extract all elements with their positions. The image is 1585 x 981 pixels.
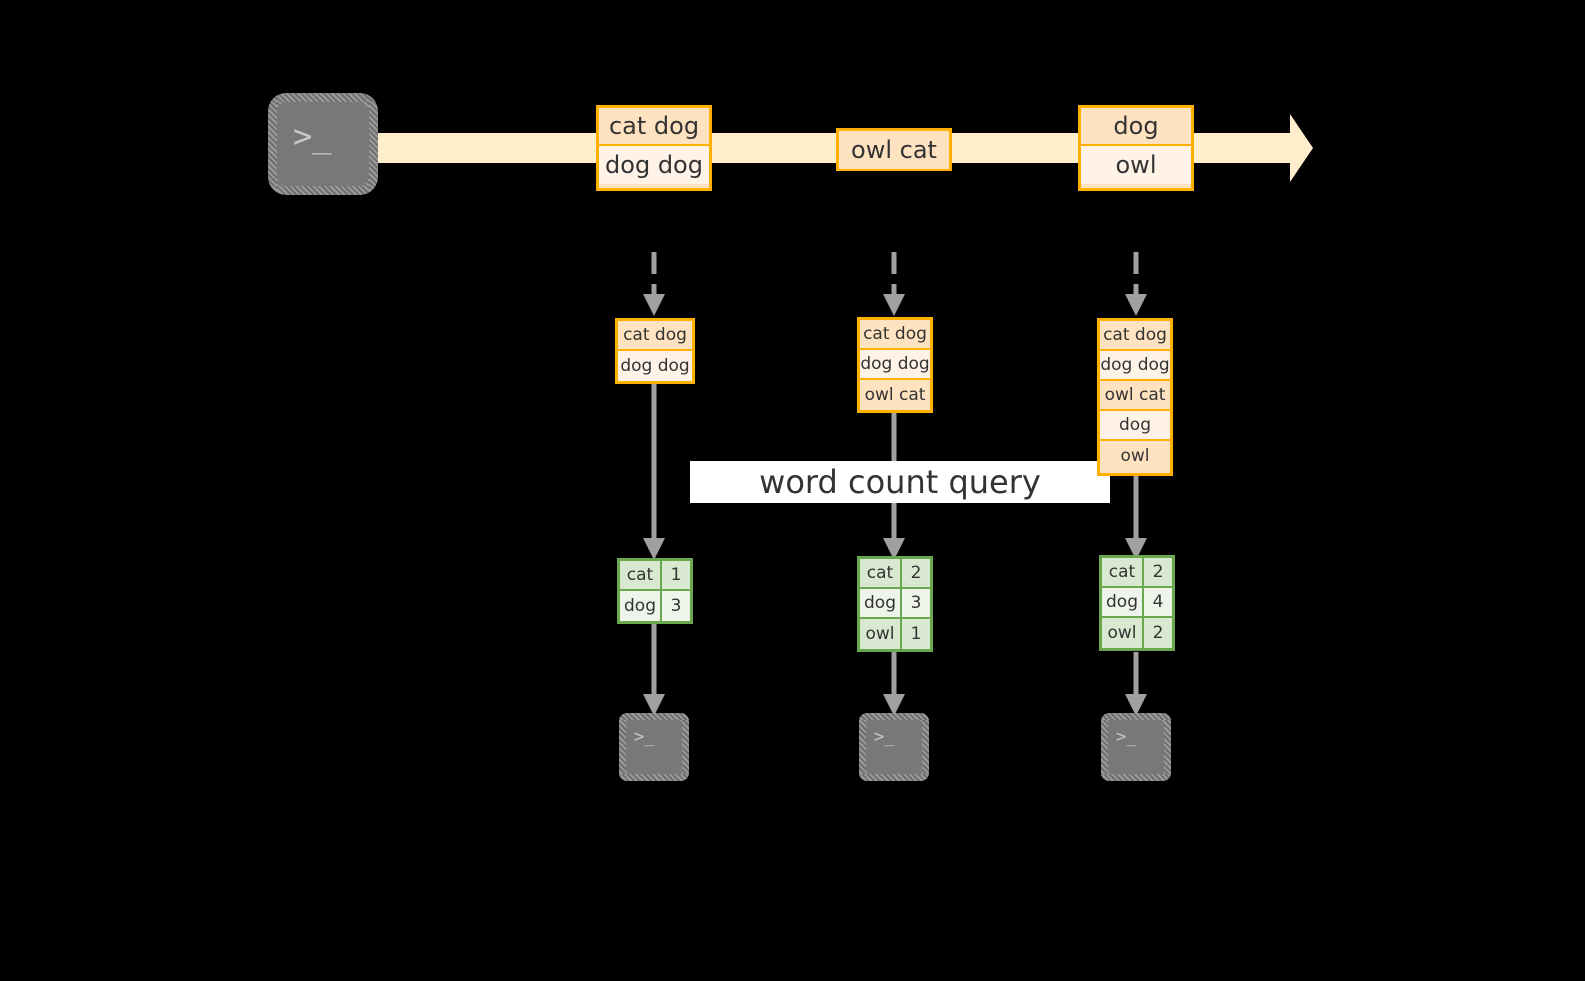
table-row: cat 2 xyxy=(1102,558,1172,588)
terminal-prompt-glyph: >_ xyxy=(634,727,655,747)
snapshot-3-sink-terminal-icon[interactable]: >_ xyxy=(1101,713,1171,781)
terminal-prompt-glyph: >_ xyxy=(1116,727,1137,747)
stream-event-2[interactable]: owl cat xyxy=(836,128,952,171)
snapshot-3-log-line-1: cat dog xyxy=(1100,321,1170,351)
terminal-screen xyxy=(1108,720,1164,774)
snapshot-3-log-line-3: owl cat xyxy=(1100,381,1170,411)
stream-event-3-line-1: dog xyxy=(1081,108,1191,146)
terminal-prompt-glyph: >_ xyxy=(874,727,895,747)
terminal-screen xyxy=(277,102,369,186)
stream-event-1-line-2: dog dog xyxy=(599,146,709,184)
snapshot-1-log-line-1: cat dog xyxy=(618,321,692,351)
solid-connector-log-to-result-1 xyxy=(643,382,665,560)
snapshot-1-result-word-1: cat xyxy=(620,561,662,589)
snapshot-1-result-word-2: dog xyxy=(620,591,662,621)
snapshot-2-result-word-3: owl xyxy=(860,619,902,649)
table-row: dog 4 xyxy=(1102,588,1172,618)
snapshot-2-log-line-3: owl cat xyxy=(860,380,930,410)
snapshot-3-log[interactable]: cat dog dog dog owl cat dog owl xyxy=(1097,318,1173,476)
snapshot-3-result-count-1: 2 xyxy=(1144,558,1172,586)
snapshot-3-result-count-2: 4 xyxy=(1144,588,1172,616)
snapshot-3-result-word-1: cat xyxy=(1102,558,1144,586)
table-row: dog 3 xyxy=(620,591,690,621)
snapshot-1-log-line-2: dog dog xyxy=(618,351,692,381)
stream-event-1-line-1: cat dog xyxy=(599,108,709,146)
table-row: dog 3 xyxy=(860,589,930,619)
source-terminal-icon[interactable]: >_ xyxy=(268,93,378,195)
snapshot-2-result-word-1: cat xyxy=(860,559,902,587)
solid-connector-result-to-sink-1 xyxy=(643,622,665,716)
stream-event-1[interactable]: cat dog dog dog xyxy=(596,105,712,191)
snapshot-3-result-count-3: 2 xyxy=(1144,618,1172,648)
snapshot-2-result-count-2: 3 xyxy=(902,589,930,617)
snapshot-2-sink-terminal-icon[interactable]: >_ xyxy=(859,713,929,781)
snapshot-3-log-line-5: owl xyxy=(1100,441,1170,471)
stream-event-3-line-2: owl xyxy=(1081,146,1191,184)
snapshot-2-log[interactable]: cat dog dog dog owl cat xyxy=(857,317,933,413)
snapshot-2-result-table[interactable]: cat 2 dog 3 owl 1 xyxy=(857,556,933,652)
snapshot-1-result-count-1: 1 xyxy=(662,561,690,589)
snapshot-3-log-line-4: dog xyxy=(1100,411,1170,441)
snapshot-2-result-count-1: 2 xyxy=(902,559,930,587)
terminal-prompt-glyph: >_ xyxy=(293,117,332,155)
table-row: cat 2 xyxy=(860,559,930,589)
terminal-screen xyxy=(626,720,682,774)
snapshot-3-result-table[interactable]: cat 2 dog 4 owl 2 xyxy=(1099,555,1175,651)
stream-event-2-line-1: owl cat xyxy=(839,131,949,169)
table-row: owl 2 xyxy=(1102,618,1172,648)
snapshot-1-sink-terminal-icon[interactable]: >_ xyxy=(619,713,689,781)
solid-connector-log-to-result-3 xyxy=(1125,474,1147,560)
stream-event-3[interactable]: dog owl xyxy=(1078,105,1194,191)
snapshot-1-result-count-2: 3 xyxy=(662,591,690,621)
snapshot-1-log[interactable]: cat dog dog dog xyxy=(615,318,695,384)
snapshot-1-result-table[interactable]: cat 1 dog 3 xyxy=(617,558,693,624)
query-banner: word count query xyxy=(690,461,1110,503)
snapshot-2-result-word-2: dog xyxy=(860,589,902,617)
snapshot-2-result-count-3: 1 xyxy=(902,619,930,649)
dashed-connector-3 xyxy=(1125,252,1147,316)
table-row: cat 1 xyxy=(620,561,690,591)
table-row: owl 1 xyxy=(860,619,930,649)
terminal-screen xyxy=(866,720,922,774)
dashed-connector-2 xyxy=(883,252,905,316)
query-banner-label: word count query xyxy=(759,463,1041,501)
solid-connector-result-to-sink-3 xyxy=(1125,652,1147,716)
snapshot-2-log-line-1: cat dog xyxy=(860,320,930,350)
snapshot-3-result-word-2: dog xyxy=(1102,588,1144,616)
dashed-connector-1 xyxy=(643,252,665,316)
snapshot-3-log-line-2: dog dog xyxy=(1100,351,1170,381)
snapshot-2-log-line-2: dog dog xyxy=(860,350,930,380)
solid-connector-result-to-sink-2 xyxy=(883,652,905,716)
snapshot-3-result-word-3: owl xyxy=(1102,618,1144,648)
